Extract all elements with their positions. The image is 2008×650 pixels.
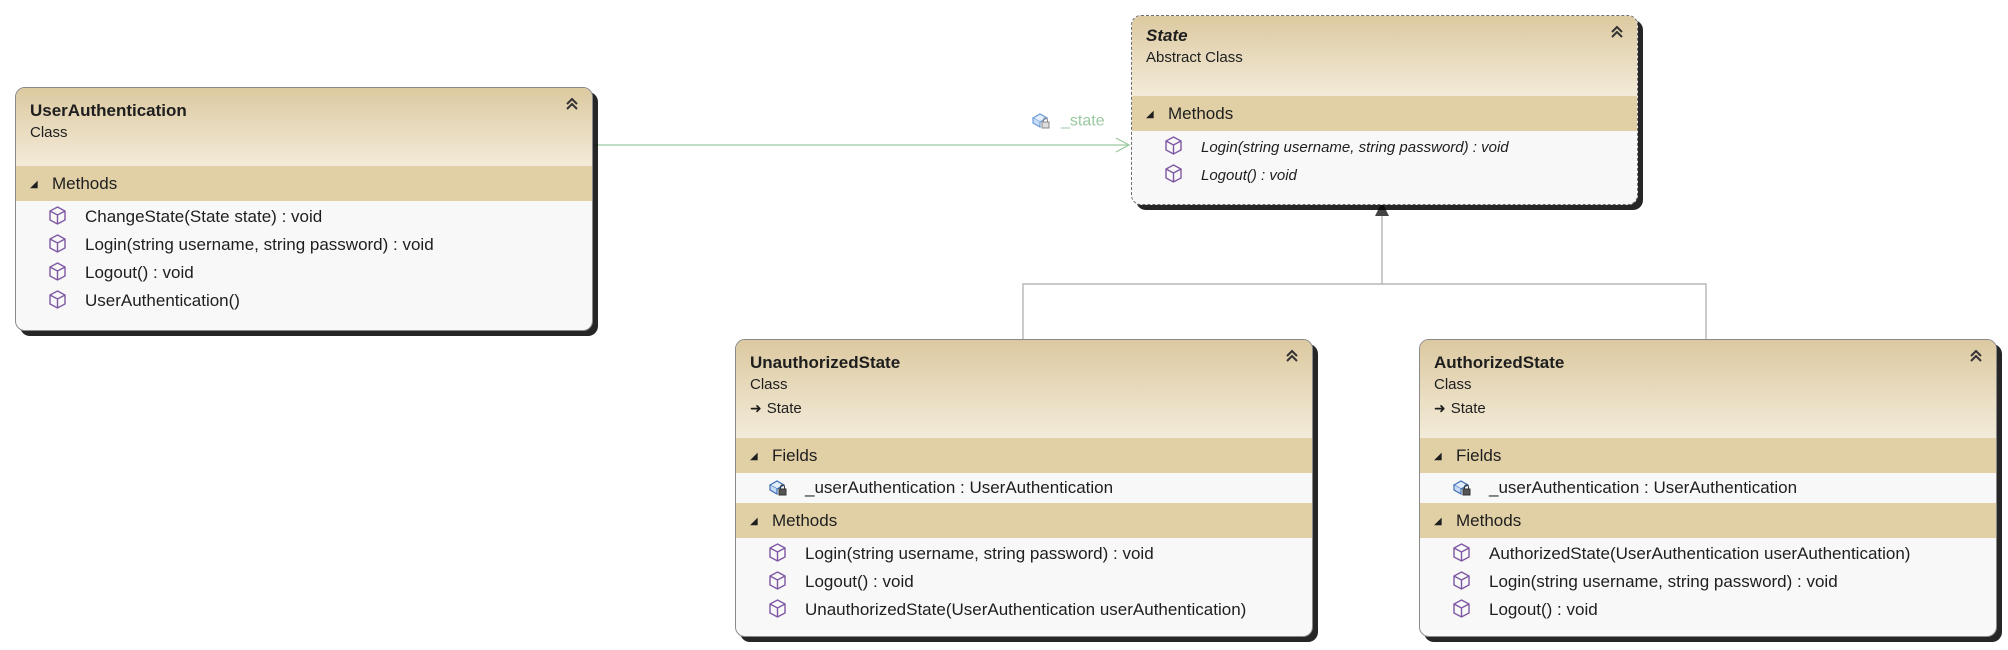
method-cube-icon: [49, 262, 66, 281]
method-signature: AuthorizedState(UserAuthentication userA…: [1489, 544, 1911, 563]
collapse-chevron-icon[interactable]: [1967, 347, 1985, 365]
class-kind: Class: [750, 376, 788, 393]
collapse-triangle-icon: ◢: [1434, 516, 1442, 528]
method-row[interactable]: Logout() : void: [16, 259, 592, 287]
collapse-triangle-icon: ◢: [750, 451, 758, 463]
method-row[interactable]: UserAuthentication(): [16, 287, 592, 315]
method-signature: Login(string username, string password) …: [805, 544, 1154, 563]
methods-section-toggle[interactable]: ◢ Methods: [1420, 503, 1996, 538]
fields-section-toggle[interactable]: ◢ Fields: [736, 438, 1312, 473]
method-row[interactable]: Login(string username, string password) …: [1420, 568, 1996, 596]
method-cube-icon: [49, 234, 66, 253]
class-name: AuthorizedState: [1434, 353, 1565, 372]
method-cube-icon: [769, 571, 786, 590]
collapse-triangle-icon: ◢: [30, 179, 38, 191]
section-label: Methods: [772, 511, 838, 530]
class-user-authentication[interactable]: UserAuthentication Class ◢ Methods Change…: [15, 87, 593, 331]
association-label-text: _state: [1061, 112, 1105, 130]
method-signature: Logout() : void: [805, 572, 914, 591]
method-signature: ChangeState(State state) : void: [85, 207, 323, 226]
method-signature: Login(string username, string password) …: [1201, 139, 1509, 156]
method-cube-icon: [49, 290, 66, 309]
class-kind: Abstract Class: [1146, 49, 1243, 66]
method-cube-icon: [1165, 136, 1182, 155]
field-signature: _userAuthentication : UserAuthentication: [805, 478, 1114, 497]
collapse-chevron-icon[interactable]: [563, 95, 581, 113]
method-cube-icon: [1453, 571, 1470, 590]
method-signature: Login(string username, string password) …: [85, 235, 434, 254]
inherits-arrow-icon: ➜: [750, 400, 762, 416]
base-class-name: State: [1450, 400, 1486, 417]
class-header: State Abstract Class: [1132, 16, 1637, 96]
class-kind: Class: [1434, 376, 1472, 393]
method-cube-icon: [1453, 543, 1470, 562]
section-label: Fields: [772, 446, 818, 465]
method-row[interactable]: Login(string username, string password) …: [16, 231, 592, 259]
section-label: Methods: [1456, 511, 1522, 530]
method-row[interactable]: Logout() : void: [736, 568, 1312, 596]
fields-section-toggle[interactable]: ◢ Fields: [1420, 438, 1996, 473]
private-field-icon: [768, 480, 787, 496]
base-class: ➜State: [1434, 396, 1996, 421]
class-name: UnauthorizedState: [750, 353, 901, 372]
class-state[interactable]: State Abstract Class ◢ Methods Login(stri…: [1131, 15, 1638, 205]
method-signature: UnauthorizedState(UserAuthentication use…: [805, 600, 1247, 619]
inherits-arrow-icon: ➜: [1434, 400, 1446, 416]
collapse-triangle-icon: ◢: [750, 516, 758, 528]
methods-section-toggle[interactable]: ◢ Methods: [1132, 96, 1637, 131]
method-row[interactable]: UnauthorizedState(UserAuthentication use…: [736, 596, 1312, 624]
collapse-triangle-icon: ◢: [1146, 109, 1154, 121]
class-name: State: [1146, 26, 1188, 45]
method-row[interactable]: AuthorizedState(UserAuthentication userA…: [1420, 540, 1996, 568]
method-row[interactable]: Logout() : void: [1132, 161, 1637, 189]
field-lock-icon: [1031, 113, 1050, 129]
field-row[interactable]: _userAuthentication : UserAuthentication: [736, 474, 1312, 502]
private-field-icon: [1452, 480, 1471, 496]
method-signature: Logout() : void: [1201, 167, 1297, 184]
method-row[interactable]: Login(string username, string password) …: [1132, 133, 1637, 161]
method-cube-icon: [1453, 599, 1470, 618]
association-label[interactable]: _state: [1030, 111, 1105, 132]
class-unauthorized-state[interactable]: UnauthorizedState Class ➜State ◢ Fields _…: [735, 339, 1313, 637]
method-signature: Logout() : void: [1489, 600, 1598, 619]
section-label: Fields: [1456, 446, 1502, 465]
base-class-name: State: [766, 400, 802, 417]
method-row[interactable]: Logout() : void: [1420, 596, 1996, 624]
method-cube-icon: [49, 206, 66, 225]
section-label: Methods: [52, 174, 118, 193]
base-class: ➜State: [750, 396, 1312, 421]
method-cube-icon: [769, 599, 786, 618]
collapse-triangle-icon: ◢: [1434, 451, 1442, 463]
inheritance-branches[interactable]: [1022, 283, 1707, 340]
class-header: AuthorizedState Class ➜State: [1420, 340, 1996, 438]
field-signature: _userAuthentication : UserAuthentication: [1489, 478, 1798, 497]
method-row[interactable]: Login(string username, string password) …: [736, 540, 1312, 568]
collapse-chevron-icon[interactable]: [1283, 347, 1301, 365]
section-label: Methods: [1168, 104, 1234, 123]
class-kind: Class: [30, 124, 68, 141]
class-authorized-state[interactable]: AuthorizedState Class ➜State ◢ Fields _us…: [1419, 339, 1997, 637]
method-signature: Logout() : void: [85, 263, 194, 282]
methods-section-toggle[interactable]: ◢ Methods: [736, 503, 1312, 538]
method-cube-icon: [1165, 164, 1182, 183]
field-row[interactable]: _userAuthentication : UserAuthentication: [1420, 474, 1996, 502]
inheritance-arrowhead: [1375, 202, 1389, 216]
method-signature: Login(string username, string password) …: [1489, 572, 1838, 591]
method-cube-icon: [769, 543, 786, 562]
methods-section-toggle[interactable]: ◢ Methods: [16, 166, 592, 201]
class-name: UserAuthentication: [30, 101, 187, 120]
method-signature: UserAuthentication(): [85, 291, 240, 310]
class-header: UserAuthentication Class: [16, 88, 592, 166]
collapse-chevron-icon[interactable]: [1608, 23, 1626, 41]
association-arrowhead: [1115, 137, 1131, 153]
method-row[interactable]: ChangeState(State state) : void: [16, 203, 592, 231]
class-header: UnauthorizedState Class ➜State: [736, 340, 1312, 438]
